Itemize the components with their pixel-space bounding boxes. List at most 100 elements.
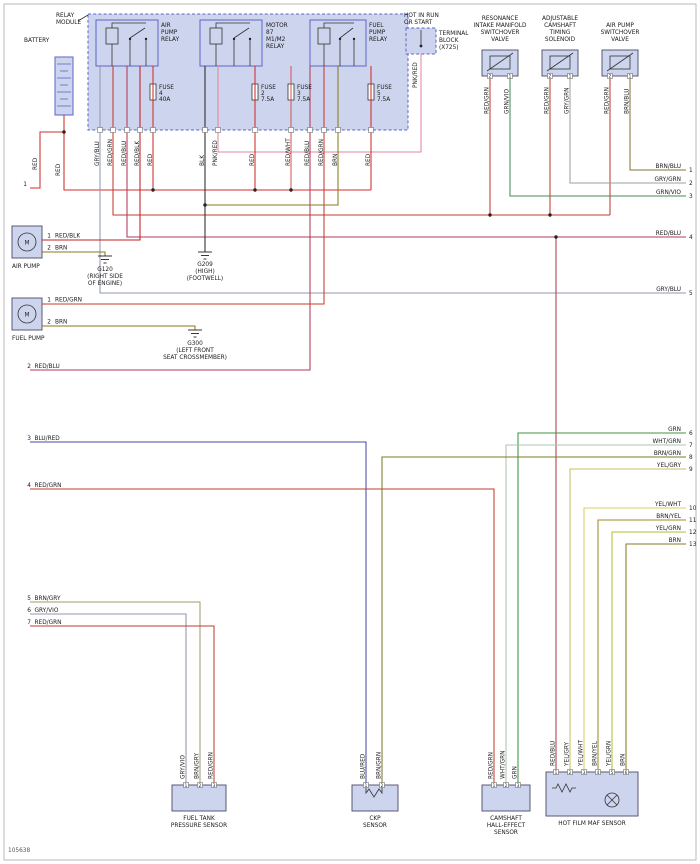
maf-element-icon bbox=[604, 792, 620, 808]
maf-pin-label: RED/BLU bbox=[551, 741, 557, 766]
left-wire-num: 6 bbox=[27, 608, 31, 614]
right-wire-num: 6 bbox=[689, 431, 693, 437]
valve-pin-num: 1 bbox=[569, 74, 572, 79]
maf-element-x2 bbox=[606, 794, 618, 806]
wire-red-grn-bus bbox=[112, 66, 610, 216]
camshaft-pin-num: 1 bbox=[493, 783, 496, 788]
maf-pin-num: 4 bbox=[597, 770, 600, 775]
wires bbox=[30, 54, 686, 785]
resonance-valve-label: INTAKE MANIFOLD bbox=[473, 23, 527, 29]
fuel-pump-motor-letter: M bbox=[24, 313, 29, 319]
left-wire-num: 4 bbox=[27, 483, 31, 489]
wire-grn-cam bbox=[517, 432, 686, 785]
module-pin-label: RED bbox=[366, 153, 372, 166]
air-pump-valve-label: SWITCHOVER bbox=[601, 30, 640, 36]
module-pin-label: RED/GRN bbox=[319, 139, 325, 166]
air-pump-valve-box bbox=[601, 49, 639, 77]
module-pin-label: RED bbox=[148, 153, 154, 166]
air-pump-pin-num: 2 bbox=[47, 246, 51, 252]
right-wire-num: 5 bbox=[689, 291, 693, 297]
wire-gry-grn bbox=[569, 76, 686, 184]
camshaft-pin-label: RED/GRN bbox=[489, 752, 495, 779]
relay-module-label: MODULE bbox=[56, 20, 82, 26]
camshaft-solenoid-arrow bbox=[546, 52, 574, 72]
ftps-pin-label: GRY/VIO bbox=[181, 755, 187, 779]
right-wire-num: 4 bbox=[689, 235, 693, 241]
valve-pin-label: BRN/BLU bbox=[625, 89, 631, 114]
valve-pin-label: GRN/VIO bbox=[505, 89, 511, 114]
labels: RELAY MODULE BATTERY RED RED 1 AIR PUMP … bbox=[8, 13, 697, 854]
resonance-valve-box bbox=[481, 49, 519, 77]
wire-red-grn-ftps bbox=[30, 625, 215, 785]
left-wire-label: GRY/VIO bbox=[35, 608, 59, 614]
motor-relay-box bbox=[199, 19, 263, 67]
wire-yel-wht-maf bbox=[583, 507, 686, 772]
valve-pin-num: 1 bbox=[509, 74, 512, 79]
right-wire-num: 10 bbox=[689, 506, 697, 512]
maf-sensor-box bbox=[545, 771, 639, 817]
wire-brn-blu bbox=[629, 76, 686, 171]
camshaft-solenoid-label: CAMSHAFT bbox=[544, 23, 576, 29]
ftps-pin-num: 1 bbox=[185, 783, 188, 788]
air-pump-relay-label: PUMP bbox=[161, 30, 178, 36]
ckp-pin-num: 1 bbox=[365, 783, 368, 788]
left-wire-num: 3 bbox=[27, 436, 31, 442]
module-pin-label: RED/BLK bbox=[135, 141, 141, 166]
left-wire-label: RED/BLU bbox=[35, 364, 60, 370]
air-pump-pin-label: RED/BLK bbox=[55, 234, 80, 240]
fuse-4-num: 4 bbox=[159, 91, 163, 97]
wire-brn-airpump-gnd bbox=[42, 251, 106, 256]
right-wire-num: 3 bbox=[689, 194, 693, 200]
maf-pin-num: 3 bbox=[583, 770, 586, 775]
ftps-pin-label: RED/GRN bbox=[209, 752, 215, 779]
resonance-valve-label: VALVE bbox=[491, 37, 509, 43]
wire-brn-gry-ftps bbox=[30, 601, 201, 785]
wire-brn-yel-maf bbox=[597, 519, 686, 772]
valve-pin-label: RED/GRN bbox=[605, 87, 611, 114]
fuse-2-amps: 7.5A bbox=[261, 97, 274, 103]
ckp-pin-num: 2 bbox=[381, 783, 384, 788]
fuel-pump-relay-symbol bbox=[317, 22, 356, 66]
resonance-valve-arrow bbox=[486, 52, 514, 72]
ground-g120-label: OF ENGINE) bbox=[88, 281, 122, 287]
valve-pin-label: RED/GRN bbox=[485, 87, 491, 114]
air-pump-valve-label: VALVE bbox=[611, 37, 629, 43]
left-wire-label: RED/GRN bbox=[35, 620, 62, 626]
right-wire-label: YEL/WHT bbox=[654, 502, 681, 508]
fuse-2-label: FUSE bbox=[261, 85, 276, 91]
right-wire-label: GRY/GRN bbox=[655, 177, 682, 183]
motor-relay-label: RELAY bbox=[266, 44, 285, 50]
maf-pin-label: YEL/WHT bbox=[579, 740, 585, 767]
air-pump-relay-box bbox=[95, 19, 159, 67]
module-pin-label: BRN bbox=[333, 154, 339, 166]
left-wire-label: RED/GRN bbox=[35, 483, 62, 489]
fuse-3-amps: 7.5A bbox=[297, 97, 310, 103]
fuel-pump-pin-num: 1 bbox=[47, 298, 51, 304]
motor-relay-label: 87 bbox=[266, 30, 274, 36]
air-pump-pin-label: BRN bbox=[55, 246, 67, 252]
ground-g209-label: (FOOTWELL) bbox=[187, 276, 223, 282]
ground-g300-label: SEAT CROSSMEMBER) bbox=[163, 355, 227, 361]
maf-resistor-symbol bbox=[552, 783, 576, 793]
valve-pin-num: 2 bbox=[609, 74, 612, 79]
wire-pnk-red bbox=[217, 54, 422, 153]
pin-squares bbox=[97, 73, 633, 788]
right-wire-label: RED/BLU bbox=[656, 231, 681, 237]
camshaft-pin-label: GRN bbox=[513, 766, 519, 779]
right-wire-num: 9 bbox=[689, 467, 693, 473]
air-pump-pin-num: 1 bbox=[47, 234, 51, 240]
wire-blu-red-ckp bbox=[30, 441, 367, 785]
fuel-pump-pin-num: 2 bbox=[47, 320, 51, 326]
terminal-block-label: BLOCK bbox=[439, 38, 459, 44]
figure-code: 105638 bbox=[8, 848, 30, 854]
fuel-pump-pin-label: BRN bbox=[55, 320, 67, 326]
fuse-3-num: 3 bbox=[297, 91, 301, 97]
wire-red-blu-main bbox=[126, 66, 686, 238]
fuel-pump-motor-icon bbox=[17, 304, 37, 324]
right-wire-num: 11 bbox=[689, 518, 697, 524]
battery-wire-label: RED bbox=[56, 163, 62, 176]
air-pump-label: AIR PUMP bbox=[12, 264, 40, 270]
motor-relay-label: MOTOR bbox=[266, 23, 288, 29]
